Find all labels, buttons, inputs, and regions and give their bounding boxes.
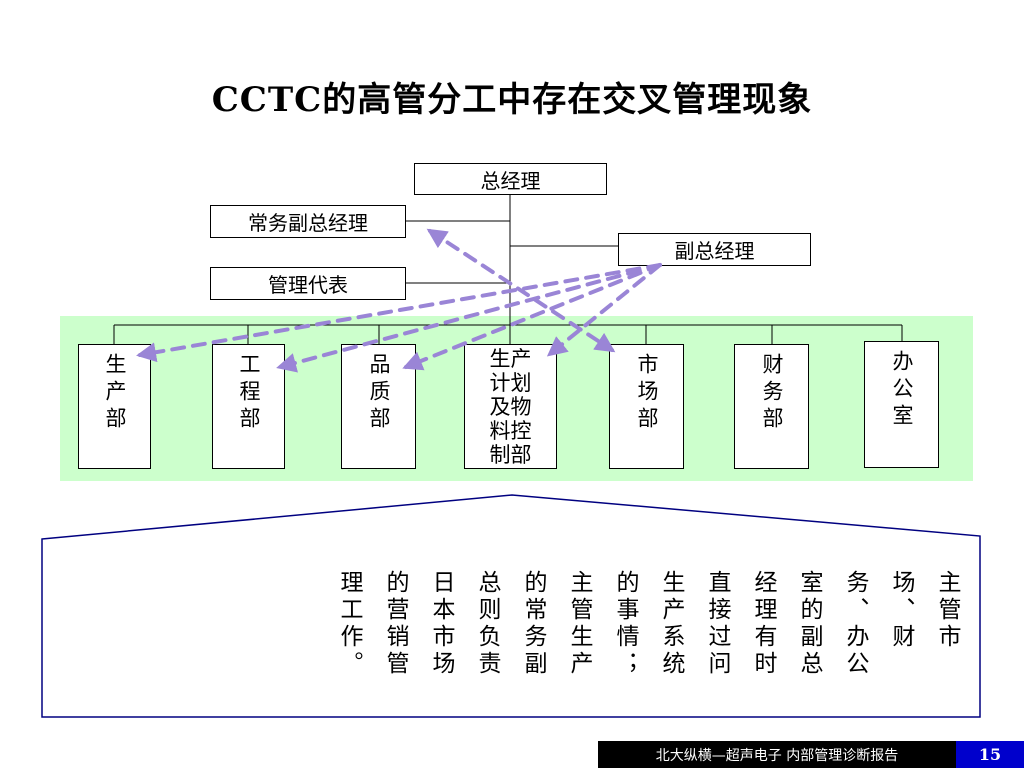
note-text: 主管市场、财务、办公室的副总经理有时直接过问生产系统的事情；主管生产的常务副总则… <box>336 570 960 678</box>
arrow-evp-to-marketing <box>426 228 616 353</box>
dept-marketing: 市场部 <box>609 344 684 469</box>
vice-gm-box: 副总经理 <box>618 233 811 266</box>
dept-engineering: 工程部 <box>212 344 285 469</box>
executive-vp-box: 常务副总经理 <box>210 205 406 238</box>
dept-finance: 财务部 <box>734 344 809 469</box>
dept-office: 办公室 <box>864 341 939 468</box>
dept-production-planning: 生产计划及物料控制部 <box>464 344 557 469</box>
general-manager-box: 总经理 <box>414 163 607 195</box>
slide-title: CCTC的高管分工中存在交叉管理现象 <box>211 80 813 120</box>
footer-text: 北大纵横—超声电子 内部管理诊断报告 <box>598 741 956 768</box>
page-number: 15 <box>956 741 1024 768</box>
dept-production: 生产部 <box>78 344 151 469</box>
management-rep-box: 管理代表 <box>210 267 406 300</box>
